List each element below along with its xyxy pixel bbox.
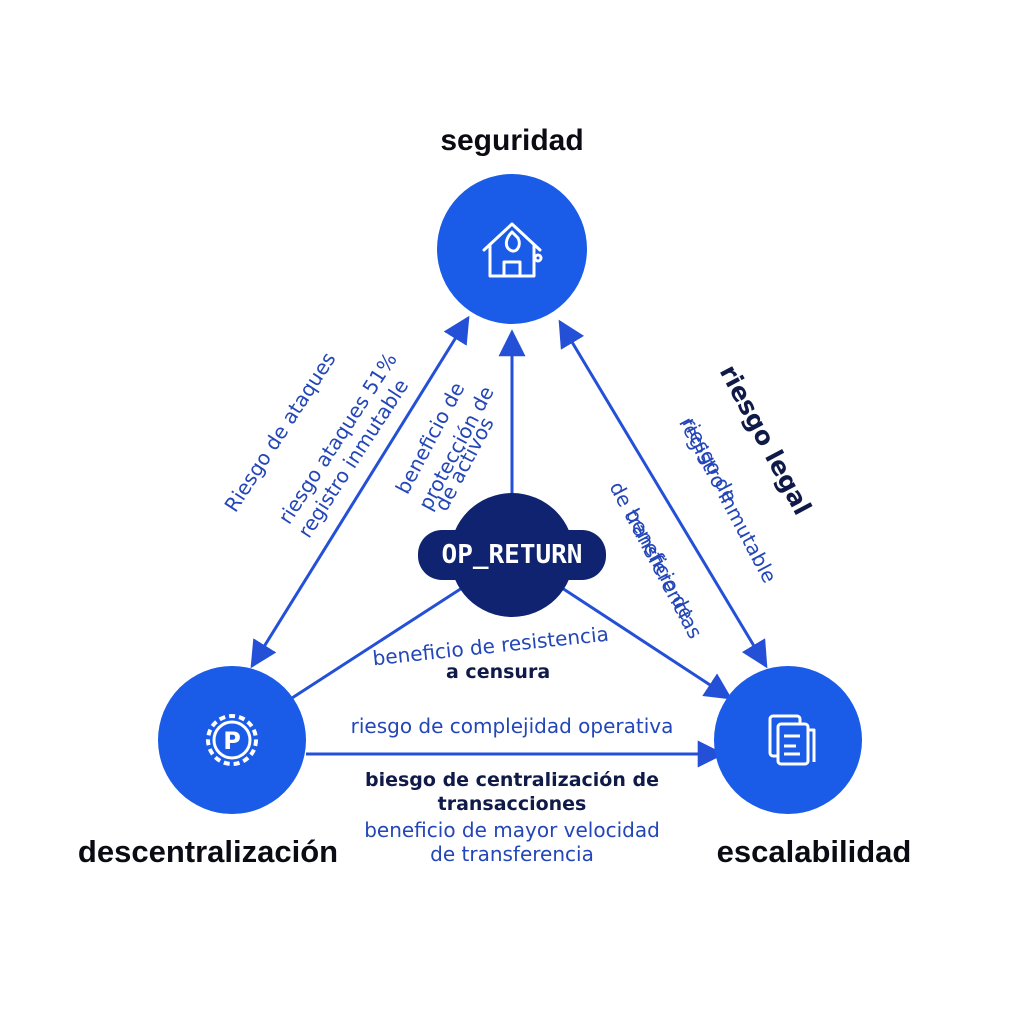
- node-op-return-pill: [418, 530, 606, 580]
- node-title-op-return: OP_RETURN: [441, 540, 583, 570]
- label-bottom-complejidad: riesgo de complejidad operativa: [350, 714, 674, 738]
- edge-right: [558, 319, 768, 669]
- edge-left: [250, 315, 470, 669]
- label-bottom-centralizacion: biesgo de centralización de: [365, 769, 659, 791]
- document-pages-icon: [768, 714, 816, 766]
- node-title-seguridad: seguridad: [440, 124, 584, 157]
- label-bottom-velocidad: beneficio de mayor velocidad: [364, 818, 660, 842]
- spoke-left: [291, 586, 463, 700]
- label-center-left-censura: a censura: [446, 661, 551, 683]
- house-shield-icon: [482, 222, 543, 278]
- node-seguridad-circle: [437, 174, 587, 324]
- node-title-descentralizacion: descentralización: [77, 834, 339, 869]
- node-descentralizacion-circle: [158, 666, 306, 814]
- label-bottom-transacciones: transacciones: [437, 793, 587, 815]
- node-title-escalabilidad: escalabilidad: [716, 834, 912, 869]
- spoke-right: [561, 586, 733, 700]
- label-bottom-transferencia: de transferencia: [430, 842, 594, 866]
- svg-text:P: P: [223, 727, 241, 755]
- gear-p-icon: P: [206, 714, 258, 766]
